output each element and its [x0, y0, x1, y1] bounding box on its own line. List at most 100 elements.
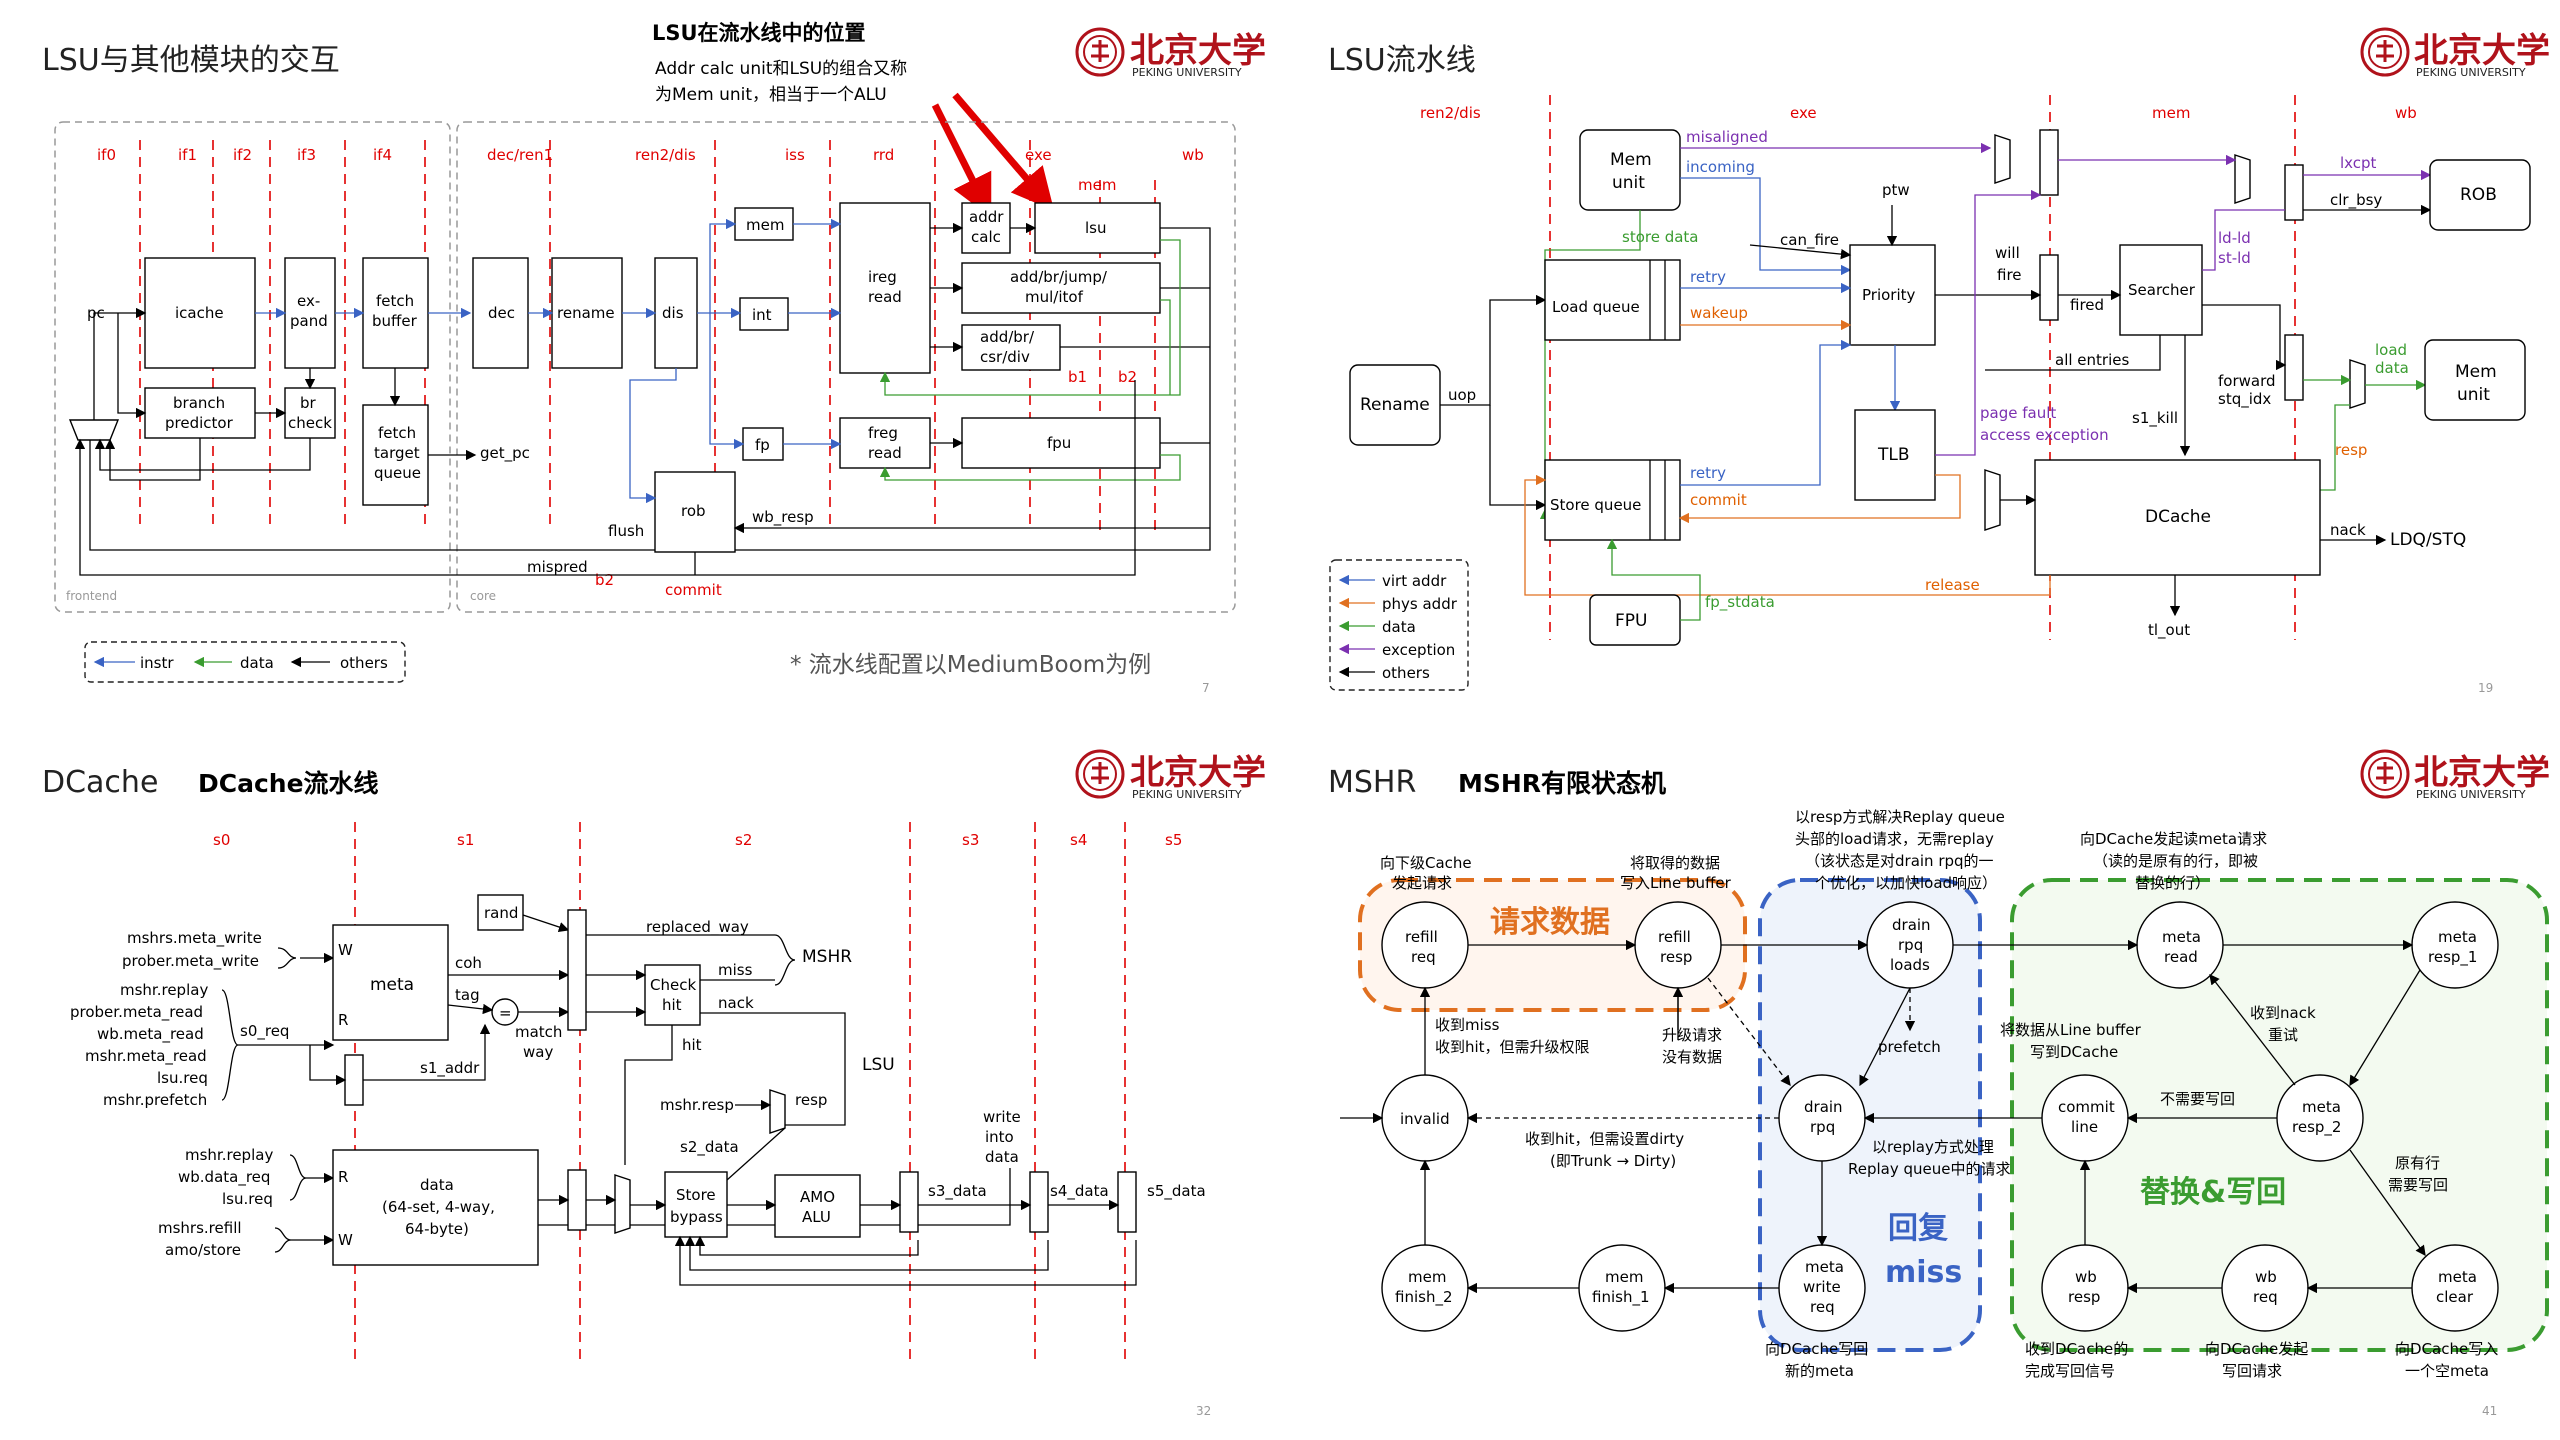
ftq-label-2: target	[374, 444, 420, 462]
addr-calc-label-2: calc	[971, 228, 1001, 246]
ireg-read-label-1: ireg	[868, 268, 897, 286]
core-blocks: dec rename dis mem int fp ireg read freg…	[74, 202, 1211, 599]
check-hit-block	[644, 964, 701, 1026]
data-src-1: mshr.replay	[185, 1146, 273, 1164]
mem-unit-right-label-1: Mem	[2455, 362, 2497, 382]
fpu-label: FPU	[1615, 611, 1647, 631]
data-mux	[614, 1174, 631, 1234]
slide-mshr-fsm: MSHR MSHR有限状态机 北京大学 PEKING UNIVERSITY 请求…	[1328, 749, 2550, 1418]
legend-phys-addr: phys addr	[1382, 595, 1458, 613]
meta-r-port: R	[338, 1011, 348, 1029]
data-src-3: lsu.req	[222, 1190, 273, 1208]
will-fire-label-2: fire	[1997, 266, 2022, 284]
note-13b: 新的meta	[1785, 1362, 1854, 1380]
slide4-title: MSHR	[1328, 765, 1416, 800]
stage-s4: s4	[1070, 831, 1087, 849]
lsu-block	[1034, 202, 1161, 254]
state-refill-resp-l1: refill	[1658, 928, 1691, 946]
dec-block	[472, 257, 529, 369]
core-region	[456, 121, 1236, 613]
state-mem-finish1-l2: finish_1	[1592, 1288, 1650, 1307]
meta-block	[332, 924, 449, 1041]
ftq-block	[362, 404, 429, 506]
data-array-block	[332, 1149, 539, 1266]
will-fire-label-1: will	[1995, 244, 2020, 262]
note-5a: 收到miss	[1435, 1016, 1500, 1034]
data-r-port: R	[338, 1168, 348, 1186]
slide2-page: 19	[2478, 681, 2493, 695]
slide-lsu-pipeline: LSU流水线 北京大学 PEKING UNIVERSITY ren2/dis e…	[1328, 27, 2550, 695]
branch-predictor-label-1: branch	[173, 394, 225, 412]
data-label-2: (64-set, 4-way,	[382, 1198, 495, 1216]
load-queue-label: Load queue	[1552, 298, 1640, 316]
logo-wordmark: 北京大学	[2414, 31, 2550, 71]
state-meta-resp2-l1: meta	[2302, 1098, 2341, 1116]
slide3-title: DCache	[42, 765, 158, 800]
meta-write-1: mshrs.meta_write	[127, 929, 262, 948]
mem-unit-block	[1579, 129, 1681, 211]
state-drain-loads-l2: rpq	[1898, 936, 1923, 954]
fpu-label: fpu	[1047, 434, 1071, 452]
fsm-notes: 向下级Cache 发起请求 将取得的数据 写入Line buffer 以resp…	[1380, 808, 2498, 1380]
pc-mux	[68, 419, 120, 441]
store-data-label: store data	[1622, 228, 1699, 246]
slide1-page: 7	[1202, 681, 1210, 695]
callout-arrow-1	[931, 103, 992, 218]
note-8b: 写到DCache	[2030, 1043, 2118, 1061]
note-1a: 向下级Cache	[1380, 854, 1472, 872]
alu-block	[961, 262, 1161, 314]
uop-label: uop	[1448, 386, 1476, 404]
wakeup-label: wakeup	[1690, 304, 1748, 322]
match-label-2: way	[523, 1043, 553, 1061]
mshr-label: MSHR	[802, 947, 852, 967]
mux-1	[1994, 134, 2011, 184]
stage-if0: if0	[97, 146, 116, 164]
group-request-label: 请求数据	[1490, 905, 1610, 940]
stage-iss: iss	[785, 146, 805, 164]
stage-if4: if4	[373, 146, 392, 164]
nack-label: nack	[2330, 521, 2366, 539]
logo-wordmark: 北京大学	[1130, 31, 1266, 71]
dec-label: dec	[488, 304, 515, 322]
stage-if2: if2	[233, 146, 252, 164]
logo-slide2: 北京大学 PEKING UNIVERSITY	[2360, 27, 2550, 79]
state-mem-finish2-l2: finish_2	[1395, 1288, 1453, 1307]
note-4b: （读的是原有的行，即被	[2093, 852, 2258, 870]
note-3c: （该状态是对drain rpq的一	[1805, 852, 1994, 870]
state-commit-l2: line	[2071, 1118, 2098, 1136]
check-hit-label-1: Check	[650, 976, 696, 994]
retry2-label: retry	[1690, 464, 1726, 482]
read-src-6: mshr.prefetch	[103, 1091, 207, 1109]
priority-label: Priority	[1862, 286, 1916, 304]
ftq-label-3: queue	[374, 464, 421, 482]
hit-label: hit	[682, 1036, 702, 1054]
load-data-label-2: data	[2375, 359, 2409, 377]
ftq-label-1: fetch	[378, 424, 416, 442]
stage-s5: s5	[1165, 831, 1182, 849]
state-refill-req-l2: req	[1411, 948, 1436, 966]
state-meta-read-l2: read	[2164, 948, 2198, 966]
load-queue-block	[1544, 259, 1681, 341]
note-6a: 升级请求	[1662, 1026, 1722, 1044]
logo-subtitle: PEKING UNIVERSITY	[1132, 66, 1242, 79]
s3-reg	[899, 1171, 919, 1233]
s1-reg	[567, 909, 587, 1031]
store-queue-label: Store queue	[1550, 496, 1641, 514]
ireg-read-block	[839, 202, 931, 374]
s1-data-reg	[567, 1169, 587, 1231]
logo-slide1: 北京大学 PEKING UNIVERSITY	[1075, 27, 1266, 79]
write-into-label-1: write	[983, 1108, 1021, 1126]
data-w-port: W	[338, 1231, 353, 1249]
write-into-label-3: data	[985, 1148, 1019, 1166]
mispred-label: mispred	[527, 558, 588, 576]
logo-slide4: 北京大学 PEKING UNIVERSITY	[2360, 749, 2550, 801]
rob-block	[2429, 159, 2531, 231]
st-ld-label: st-ld	[2218, 249, 2251, 267]
group-replay-label-2: miss	[1885, 1255, 1962, 1290]
s5-data-label: s5_data	[1147, 1182, 1206, 1201]
note-13a: 向DCache写回	[1765, 1340, 1868, 1358]
slide1-footnote: * 流水线配置以MediumBoom为例	[790, 652, 1151, 678]
slide2-title: LSU流水线	[1328, 43, 1476, 78]
state-meta-resp1-l1: meta	[2438, 928, 2477, 946]
